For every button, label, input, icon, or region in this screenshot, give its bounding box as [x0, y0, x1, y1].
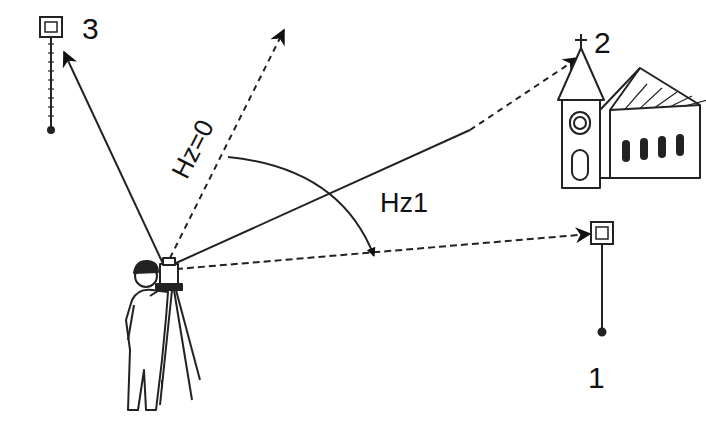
target-pole-1 [591, 222, 613, 336]
ray-3 [64, 52, 165, 268]
callout-number: 2 [594, 28, 611, 58]
callout-number: 3 [82, 14, 99, 44]
angle-label: Hz=0 [167, 116, 218, 183]
ray-hz0 [165, 30, 284, 268]
ray-2-solid [165, 130, 470, 268]
ray-1 [165, 234, 590, 270]
angle-arc [228, 157, 374, 256]
church [558, 34, 706, 188]
angle-label: Hz1 [380, 190, 428, 217]
sight-rays [64, 30, 590, 270]
surveyor [126, 258, 200, 410]
callout-number: 1 [588, 363, 605, 393]
target-pole-3 [40, 17, 62, 133]
